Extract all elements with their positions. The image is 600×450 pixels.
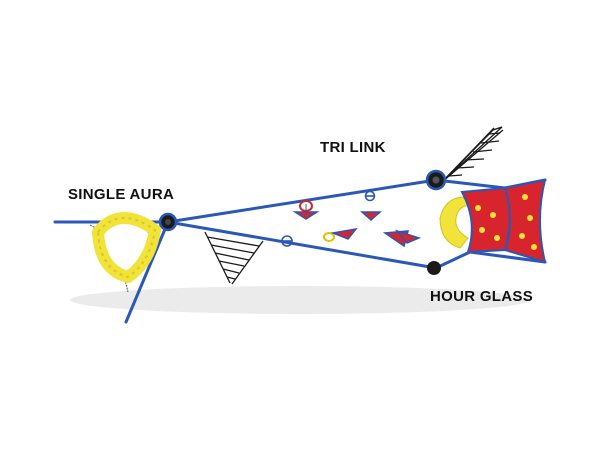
handhold-1 [292, 200, 320, 220]
ground-shadows [70, 286, 530, 314]
label-tri-link: TRI LINK [320, 139, 386, 156]
hub-tri-link [425, 169, 447, 191]
handhold-2 [323, 227, 358, 242]
label-single-aura: SINGLE AURA [68, 186, 175, 203]
single-aura-climber [89, 212, 161, 293]
net-ladder-lower [204, 231, 264, 285]
hub-single-aura [158, 212, 178, 232]
label-hour-glass: HOUR GLASS [430, 288, 534, 305]
handhold-3 [360, 211, 382, 222]
frame-rings [281, 190, 376, 247]
hour-glass-climber [439, 178, 547, 264]
net-ladder-upper [441, 126, 504, 183]
hub-hour-glass [427, 261, 441, 275]
handhold-4 [382, 229, 422, 248]
tri-link-handholds [292, 200, 422, 248]
